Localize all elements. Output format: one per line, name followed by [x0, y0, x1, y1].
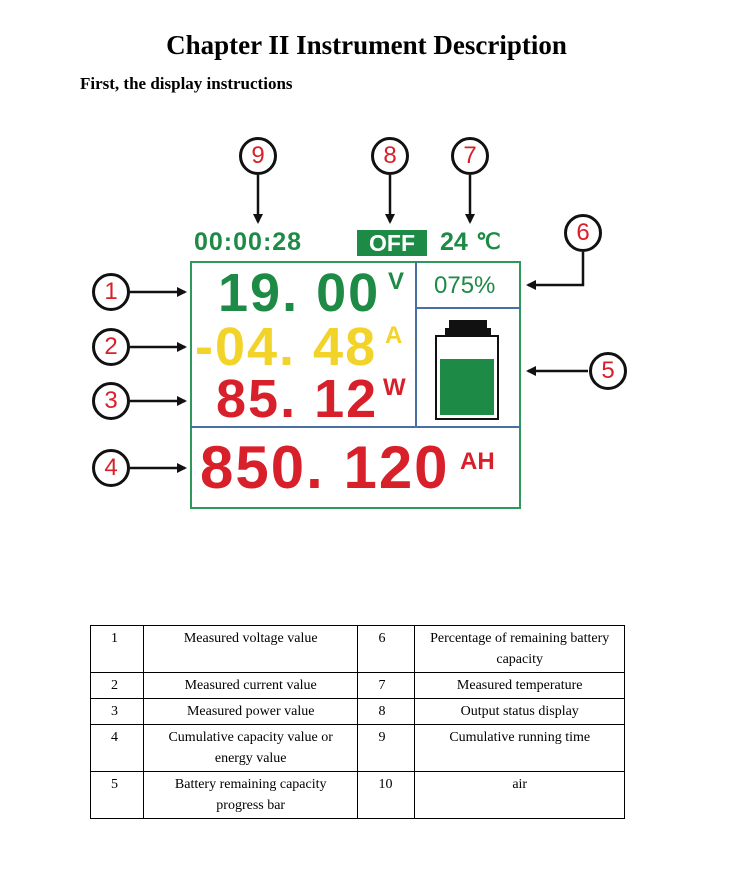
battery-shoulder — [445, 328, 491, 335]
page-title: Chapter II Instrument Description — [166, 30, 567, 60]
temperature-value: 24 — [440, 228, 468, 256]
table-row: 3 Measured power value 8 Output status d… — [90, 698, 625, 725]
voltage-value: 19. 00 — [218, 263, 381, 323]
item-number: 5 — [90, 771, 144, 819]
item-number: 9 — [357, 724, 416, 772]
callout-4: 4 — [92, 449, 130, 487]
item-description: Cumulative running time — [414, 724, 625, 772]
current-value: -04. 48 — [195, 317, 378, 377]
temperature-unit: ℃ — [476, 229, 501, 254]
item-description: Measured temperature — [414, 672, 625, 699]
item-number: 6 — [357, 625, 416, 673]
capacity-value: 850. 120 — [200, 434, 450, 501]
callout-7: 7 — [451, 137, 489, 175]
panel-divider-percent — [415, 307, 521, 309]
item-description: Measured current value — [142, 672, 359, 699]
item-number: 7 — [357, 672, 416, 699]
section-subtitle: First, the display instructions — [80, 74, 293, 93]
battery-percentage: 075% — [434, 272, 496, 299]
table-row: 2 Measured current value 7 Measured temp… — [90, 672, 625, 699]
callout-9: 9 — [239, 137, 277, 175]
item-description: air — [414, 771, 625, 819]
item-description: Battery remaining capacity progress bar — [142, 771, 359, 819]
item-description: Measured voltage value — [142, 625, 359, 673]
battery-cap — [449, 320, 487, 330]
battery-body — [435, 335, 499, 420]
item-number: 8 — [357, 698, 416, 725]
item-number: 4 — [90, 724, 144, 772]
capacity-unit: AH — [460, 448, 495, 475]
table-row: 5 Battery remaining capacity progress ba… — [90, 771, 625, 819]
item-description: Cumulative capacity value or energy valu… — [142, 724, 359, 772]
item-number: 1 — [90, 625, 144, 673]
callout-8: 8 — [371, 137, 409, 175]
item-number: 3 — [90, 698, 144, 725]
item-description: Measured power value — [142, 698, 359, 725]
callout-5: 5 — [589, 352, 627, 390]
panel-divider-capacity — [190, 426, 521, 428]
panel-divider-vertical — [415, 261, 417, 427]
item-number: 10 — [357, 771, 416, 819]
table-row: 4 Cumulative capacity value or energy va… — [90, 724, 625, 772]
item-description: Output status display — [414, 698, 625, 725]
battery-fill — [440, 359, 494, 415]
table-row: 1 Measured voltage value 6 Percentage of… — [90, 625, 625, 673]
description-table: 1 Measured voltage value 6 Percentage of… — [90, 625, 625, 819]
output-status-badge: OFF — [357, 230, 427, 256]
item-description: Percentage of remaining battery capacity — [414, 625, 625, 673]
voltage-unit: V — [388, 268, 405, 295]
callout-3: 3 — [92, 382, 130, 420]
callout-2: 2 — [92, 328, 130, 366]
power-value: 85. 12 — [216, 369, 379, 429]
battery-icon — [433, 320, 503, 422]
item-number: 2 — [90, 672, 144, 699]
callout-6: 6 — [564, 214, 602, 252]
callout-1: 1 — [92, 273, 130, 311]
lcd-display-panel — [190, 261, 521, 509]
running-time: 00:00:28 — [194, 228, 303, 256]
power-unit: W — [383, 374, 406, 401]
arrow-6 — [526, 252, 585, 290]
current-unit: A — [385, 322, 403, 349]
